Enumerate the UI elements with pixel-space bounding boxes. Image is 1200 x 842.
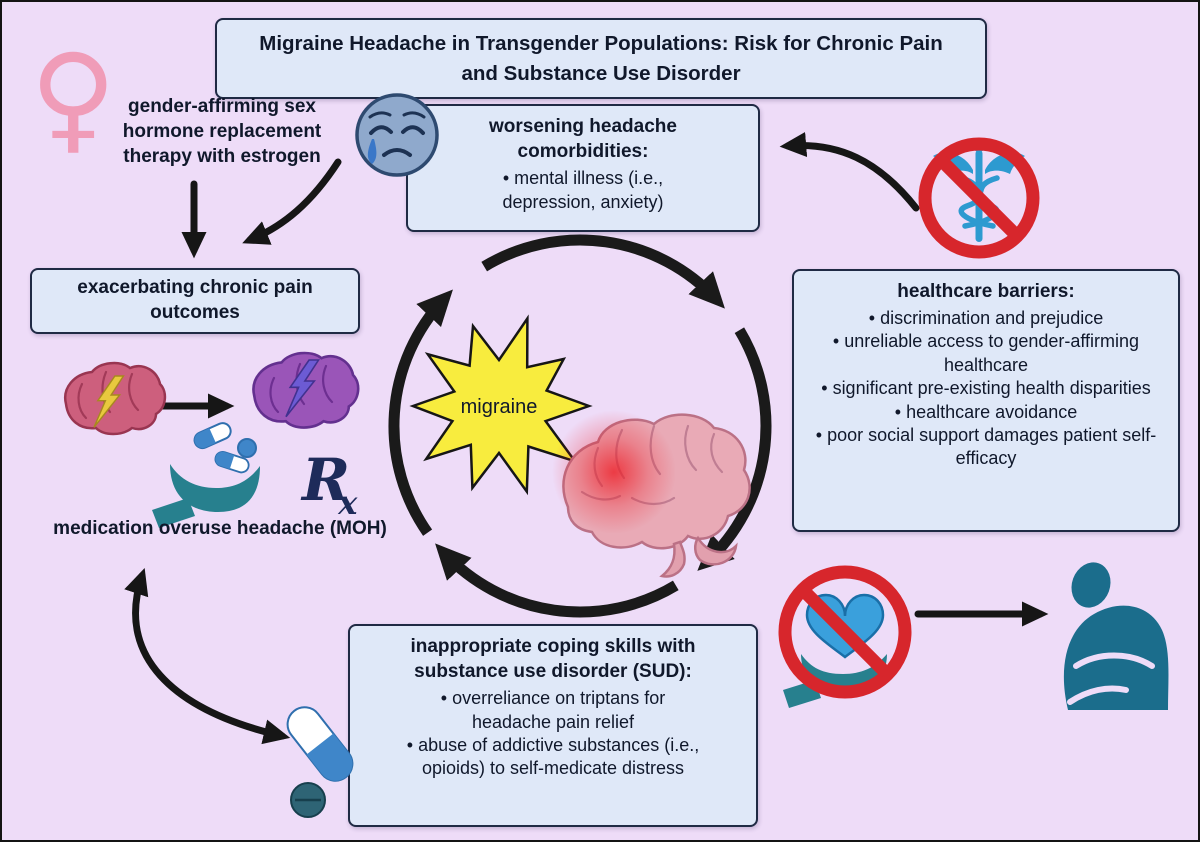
figure-title: Migraine Headache in Transgender Populat…: [215, 18, 987, 100]
arrow-face-to-chronic: [242, 158, 342, 245]
brainstem: [659, 540, 686, 578]
sud-box: inappropriate coping skills with substan…: [348, 624, 758, 827]
moh-label: medication overuse headache (MOH): [53, 518, 387, 539]
brain-lightning-rose-icon: [63, 361, 167, 436]
closed-eye: [401, 125, 425, 135]
migraine-label: migraine: [460, 396, 538, 418]
prohibition-slash: [799, 586, 891, 678]
sud-title: inappropriate coping skills with substan…: [410, 636, 696, 683]
comorbidities-box: worsening headache comorbidities: mental…: [406, 104, 760, 232]
cerebellum: [694, 535, 738, 566]
hormone-therapy-label: gender-affirming sex hormone replacement…: [122, 96, 322, 168]
barriers-list: discrimination and prejudice unreliable …: [812, 307, 1160, 471]
comorbidities-list: mental illness (i.e., depression, anxiet…: [474, 167, 692, 214]
list-item: overreliance on triptans for headache pa…: [399, 687, 707, 734]
list-item: mental illness (i.e., depression, anxiet…: [474, 167, 692, 214]
connector-arrows: [124, 131, 1049, 745]
hand-with-pills-icon: [152, 422, 260, 528]
no-support-icon: [778, 565, 912, 708]
no-healthcare-icon: [918, 137, 1040, 259]
palm: [170, 464, 260, 512]
list-item: abuse of addictive substances (i.e., opi…: [399, 734, 707, 781]
female-symbol-icon: ♀: [30, 28, 117, 166]
capsule-pill: [214, 450, 250, 474]
comorbidities-title: worsening headache comorbidities:: [489, 116, 677, 163]
rx-letter-r: R: [302, 446, 351, 514]
wrist: [152, 498, 195, 528]
eyebrow: [402, 111, 426, 119]
arrow-barriers-to-comorbidities: [779, 131, 920, 212]
lightning-bolt-icon: [285, 359, 321, 418]
list-item: healthcare avoidance: [812, 401, 1160, 424]
arrow-moh-pill-cycle: [124, 568, 291, 745]
sad-face-icon: [355, 93, 439, 177]
list-item: poor social support damages patient self…: [812, 424, 1160, 471]
brain-lightning-purple-icon: [252, 351, 360, 429]
chronic-pain-box: exacerbating chronic pain outcomes: [30, 268, 360, 334]
pain-glow: [552, 410, 676, 534]
migraine-starburst: [409, 314, 593, 496]
barriers-title: healthcare barriers:: [897, 281, 1075, 302]
sud-list: overreliance on triptans for headache pa…: [399, 687, 707, 781]
frown: [382, 148, 412, 157]
migraine-brain-icon: [552, 410, 751, 578]
sad-person-icon: [1063, 562, 1169, 710]
closed-eye: [369, 125, 393, 135]
prohibition-ring: [778, 565, 912, 699]
capsule-tablet-icon: [286, 706, 354, 818]
eyebrow: [368, 111, 392, 119]
capsule-pill: [193, 422, 232, 450]
prohibition-ring: [918, 137, 1040, 259]
list-item: unreliable access to gender-affirming he…: [812, 330, 1160, 377]
rx-letter-x: x: [338, 484, 358, 522]
healthcare-barriers-box: healthcare barriers: discrimination and …: [792, 269, 1180, 532]
list-item: discrimination and prejudice: [812, 307, 1160, 330]
tear-drop: [367, 139, 377, 164]
prohibition-slash: [937, 156, 1021, 240]
chronic-pain-text: exacerbating chronic pain outcomes: [77, 277, 313, 323]
round-pill: [237, 438, 257, 458]
cycle-arrows: [388, 234, 772, 618]
list-item: significant pre-existing health disparit…: [812, 377, 1160, 400]
rx-icon: Rx: [302, 446, 357, 522]
lightning-bolt-icon: [93, 375, 125, 428]
